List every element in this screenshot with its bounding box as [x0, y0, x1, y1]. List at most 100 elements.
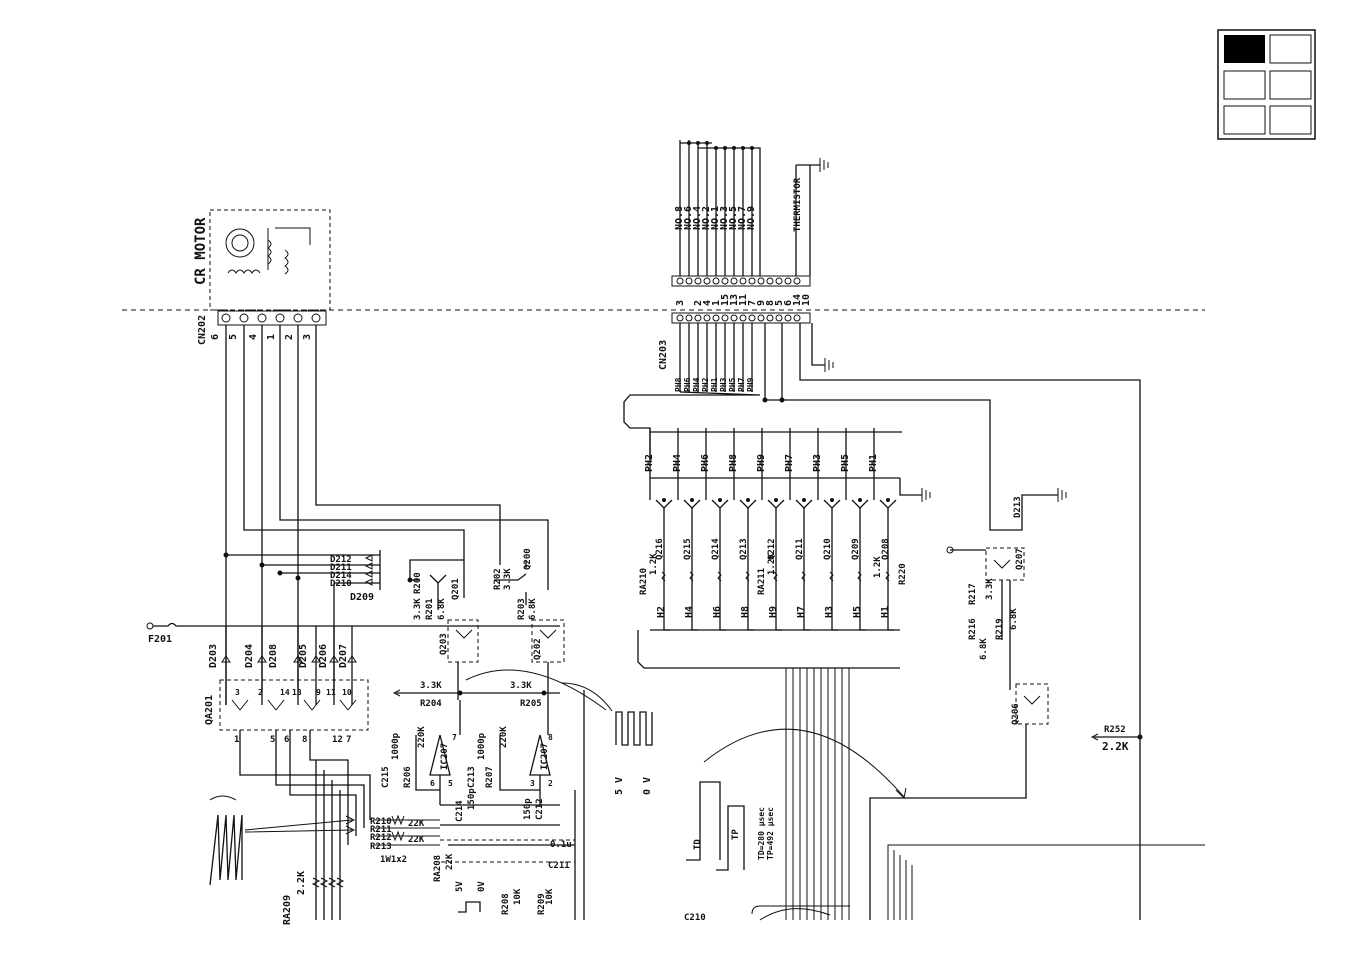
junction-dot	[886, 498, 890, 502]
svg-text:150p: 150p	[523, 798, 533, 820]
nozzle-labels: NO.8 NO.6 NO.4 NO.2 NO.1 NO.3 NO.5 NO.7 …	[674, 177, 803, 232]
svg-text:7: 7	[452, 733, 457, 742]
svg-text:3: 3	[235, 688, 240, 697]
cn202-pin-1: 1	[266, 334, 277, 340]
svg-text:1W1x2: 1W1x2	[380, 855, 407, 865]
svg-text:RA211: RA211	[757, 568, 767, 595]
svg-text:3.3K: 3.3K	[985, 578, 995, 600]
svg-text:0.1u: 0.1u	[550, 840, 572, 850]
driver-diodes: D203 D204 D208 D205 D206 D207	[208, 626, 357, 705]
svg-text:Q207: Q207	[1015, 548, 1025, 570]
svg-text:22K: 22K	[408, 819, 425, 829]
svg-text:R211: R211	[370, 825, 392, 835]
r204-r205: 3.3K R204 3.3K R205	[392, 669, 613, 712]
cn203-ph-labels: PH8 PH6 PH4 PH2 PH1 PH3 PH5 PH7 PH9	[674, 377, 755, 392]
svg-text:6: 6	[284, 735, 289, 745]
r210-r213-resistors: R210 R211 R212 R213 22K 22K 1W1x2	[244, 814, 440, 865]
svg-text:220K: 220K	[499, 726, 509, 748]
head-driver-circuit	[761, 428, 790, 631]
svg-text:14: 14	[792, 294, 803, 306]
cn203-connector: CN203	[658, 275, 811, 370]
svg-text:2.2K: 2.2K	[1102, 740, 1129, 753]
junction-dot	[718, 498, 722, 502]
cn203-pin	[793, 314, 801, 322]
cn202-pin-5: 5	[228, 334, 239, 340]
svg-text:1.2K: 1.2K	[649, 553, 659, 575]
svg-text:13: 13	[729, 294, 740, 306]
svg-text:D212: D212	[330, 555, 352, 565]
page-thumb-active[interactable]	[1224, 35, 1265, 63]
page-thumb-5[interactable]	[1223, 105, 1266, 135]
driver-ground-wire	[899, 478, 922, 496]
f201-fuse: F201	[146, 622, 560, 645]
svg-text:R220: R220	[898, 563, 908, 585]
ground-icon	[921, 488, 931, 502]
junction-dot	[858, 498, 862, 502]
base-resistor	[745, 571, 750, 582]
cn203-pin	[730, 277, 738, 285]
svg-text:6: 6	[783, 300, 794, 306]
svg-text:D206: D206	[318, 644, 329, 668]
svg-text:2: 2	[258, 688, 263, 697]
svg-text:D205: D205	[298, 644, 309, 668]
svg-text:H4: H4	[684, 606, 695, 618]
cn203-pin	[766, 277, 774, 285]
svg-text:PH3: PH3	[812, 454, 823, 472]
cn202-pin-4: 4	[248, 334, 259, 340]
page-thumb-2[interactable]	[1269, 34, 1312, 64]
bus-bracket-bottom	[637, 630, 900, 669]
head-driver-circuit	[677, 428, 706, 631]
svg-text:5V: 5V	[455, 881, 465, 892]
base-resistor	[661, 571, 666, 582]
svg-text:PH6: PH6	[683, 377, 692, 392]
svg-text:9: 9	[316, 688, 321, 697]
svg-text:R212: R212	[370, 833, 392, 843]
svg-text:R200: R200	[413, 572, 423, 594]
svg-text:1000p: 1000p	[477, 732, 487, 760]
timing-diagram: TD TP TD=280 μsec TP=492 μsec C210	[684, 728, 907, 923]
svg-text:C214: C214	[455, 800, 465, 822]
junction-dot	[830, 498, 834, 502]
svg-text:Q216: Q216	[655, 538, 665, 560]
thermistor-label: THERMISTOR	[793, 177, 803, 232]
svg-text:3: 3	[675, 300, 686, 306]
svg-text:D211: D211	[330, 563, 352, 573]
d209-label: D209	[350, 592, 374, 603]
cn203-label: CN203	[658, 340, 669, 370]
svg-text:C211: C211	[548, 861, 570, 871]
svg-text:C210: C210	[684, 913, 706, 923]
svg-text:IC207: IC207	[540, 743, 550, 770]
page-thumb-6[interactable]	[1269, 105, 1312, 135]
svg-text:13: 13	[292, 688, 302, 697]
svg-text:Q211: Q211	[795, 538, 805, 560]
svg-text:11: 11	[738, 294, 749, 306]
svg-text:PH8: PH8	[728, 454, 739, 472]
c211-ra208: 0.1u C211 RA208 22K	[433, 690, 585, 920]
svg-text:R210: R210	[370, 817, 392, 827]
svg-text:R201: R201	[425, 598, 435, 620]
svg-text:5: 5	[270, 735, 275, 745]
cn203-pin	[694, 314, 702, 322]
svg-text:RA209: RA209	[282, 895, 293, 925]
qa201-transistor-array: QA201 3 2 14 13 9 11 10 1 5 6 8 12 7	[204, 679, 369, 745]
svg-text:PH5: PH5	[840, 454, 851, 472]
waveform-arc	[209, 795, 237, 801]
svg-text:1000p: 1000p	[391, 732, 401, 760]
cn203-pin	[739, 277, 747, 285]
svg-text:C215: C215	[381, 766, 391, 788]
svg-text:D213: D213	[1013, 496, 1023, 518]
page-thumb-3[interactable]	[1223, 70, 1266, 100]
svg-text:12: 12	[332, 735, 343, 745]
q201-q200-stage: 3.3K R200 R201 6.8K Q201 R202 3.3K R203 …	[407, 548, 549, 620]
svg-text:Q209: Q209	[851, 538, 861, 560]
page-thumb-4[interactable]	[1269, 70, 1312, 100]
base-resistor	[689, 571, 694, 582]
svg-text:D208: D208	[268, 644, 279, 668]
base-resistor	[857, 571, 862, 582]
svg-text:PH4: PH4	[672, 454, 683, 472]
cn203-pin-numbers: 3 2 4 1 15 13 11 7 9 8 5 6 14 10	[675, 294, 812, 306]
svg-text:R216: R216	[968, 618, 978, 640]
svg-text:6.8K: 6.8K	[979, 638, 989, 660]
feedback-components: C215 1000p R206 220K C213 1000p R207 220…	[381, 726, 576, 863]
svg-text:2: 2	[693, 300, 704, 306]
